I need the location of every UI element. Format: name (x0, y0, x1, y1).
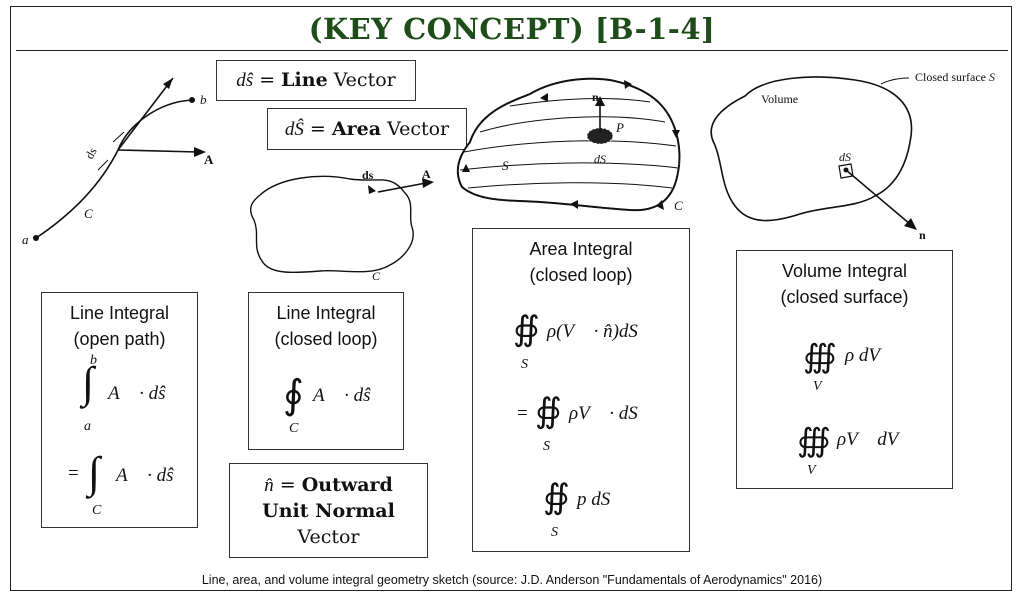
line-open-integral-sign: ∫ (82, 358, 95, 407)
closed-surface-label: Closed surface S (915, 70, 995, 85)
area-integral-box: Area Integral (closed loop) ∯ S ρ(V⃗ · n… (472, 228, 690, 552)
closed-ds-label: ds (362, 168, 374, 182)
normal-bold1: Outward (301, 474, 393, 496)
area-title1: Area Integral (529, 239, 633, 259)
closed-a-label: A (422, 167, 431, 181)
line-vector-bold: Line (281, 69, 328, 91)
line-open-equals: = (68, 463, 79, 484)
line-closed-integrand: A⃗ · dŝ (313, 385, 371, 406)
line-closed-title1: Line Integral (276, 303, 376, 323)
open-path-figure: a b C ds A (18, 60, 230, 290)
volume-expr-1: ρ dV (845, 345, 880, 366)
volume-integral-box: Volume Integral (closed surface) ∰ V ρ d… (736, 250, 953, 489)
line-integral-closed-box: Line Integral (closed loop) ∮ C A⃗ · dŝ (248, 292, 404, 450)
area-expr-1: ρ(V⃗ · n̂)dS (547, 321, 638, 342)
area-title2: (closed loop) (529, 265, 633, 285)
line-vector-definition: dŝ = Line Vector (216, 60, 416, 101)
point-p-label: P (616, 120, 624, 135)
title-rule (16, 50, 1008, 51)
area-vector-equals: = (309, 118, 326, 140)
line-open-lower-limit-2: C (92, 503, 102, 518)
area-equals: = (517, 403, 528, 424)
closed-loop-figure: ds A C (240, 165, 450, 290)
figure-caption: Line, area, and volume integral geometry… (201, 573, 823, 587)
volume-title1: Volume Integral (781, 261, 908, 281)
line-open-integral-sign-2: ∫ (88, 448, 101, 497)
area-lower-3: S (551, 525, 558, 540)
area-ds-label: dS (594, 152, 606, 166)
normal-vector-definition: n̂ = Outward Unit Normal Vector (229, 463, 428, 558)
line-open-title2: (open path) (73, 329, 166, 349)
line-open-integrand-2: A⃗ · dŝ (116, 465, 174, 486)
line-open-lower-limit: a (84, 419, 91, 434)
volume-expr-2: ρV⃗ dV (837, 429, 899, 450)
line-vector-rest: Vector (333, 69, 396, 91)
volume-integral-sign-2: ∰ (797, 422, 831, 458)
volume-figure: Volume Closed surface S dS n (705, 66, 1010, 242)
line-integral-open-box: Line Integral (open path) b ∫ a A⃗ · dŝ … (41, 292, 198, 528)
closed-c-label: C (372, 269, 381, 283)
curve-c-label: C (84, 206, 93, 221)
area-surface-figure: n P S dS C (450, 72, 690, 222)
line-open-integrand: A⃗ · dŝ (108, 383, 166, 404)
volume-integral-sign-1: ∰ (803, 338, 837, 374)
normal-bold2: Unit Normal (262, 500, 395, 522)
volume-label: Volume (761, 92, 799, 106)
page-title: (KEY CONCEPT) [B-1-4] (308, 12, 716, 46)
line-vector-equals: = (259, 69, 276, 91)
line-open-upper-limit: b (90, 353, 97, 368)
normal-rest: Vector (297, 526, 360, 548)
normal-n-label: n (592, 90, 599, 104)
area-lower-2: S (543, 439, 550, 454)
surface-s-label: S (502, 158, 509, 173)
volume-lower-1: V (813, 379, 822, 394)
line-open-title1: Line Integral (69, 303, 170, 323)
area-c-label: C (674, 198, 683, 213)
area-expr-2: ρV⃗ · dS⃗ (569, 403, 653, 424)
volume-n-label: n (919, 228, 926, 242)
volume-ds-label: dS (839, 150, 851, 164)
closed-surface-text: Closed surface (915, 70, 986, 84)
volume-title2: (closed surface) (780, 287, 909, 307)
point-a-label: a (22, 232, 29, 247)
area-expr-3: p dS⃗ (577, 489, 626, 510)
area-vector-definition: dŜ = Area Vector (267, 108, 467, 150)
area-lower-1: S (521, 357, 528, 372)
area-vector-bold: Area (331, 118, 382, 140)
normal-equals: = (279, 474, 296, 496)
line-closed-title2: (closed loop) (274, 329, 378, 349)
volume-lower-2: V (807, 463, 816, 478)
point-b-label: b (200, 92, 207, 107)
area-integral-sign-2: ∯ (535, 393, 562, 430)
line-closed-integral-sign: ∮ (283, 372, 304, 417)
normal-symbol: n̂ (264, 475, 274, 496)
area-integral-sign-3: ∯ (543, 479, 570, 516)
line-vector-symbol: dŝ (236, 70, 254, 91)
outer-frame (10, 6, 1012, 591)
area-vector-rest: Vector (387, 118, 450, 140)
area-integral-sign-1: ∯ (513, 311, 540, 348)
line-closed-lower-limit: C (289, 421, 299, 436)
area-vector-symbol: dŜ (284, 119, 304, 140)
vector-a-label: A (204, 152, 214, 167)
closed-surface-s: S (988, 70, 995, 84)
